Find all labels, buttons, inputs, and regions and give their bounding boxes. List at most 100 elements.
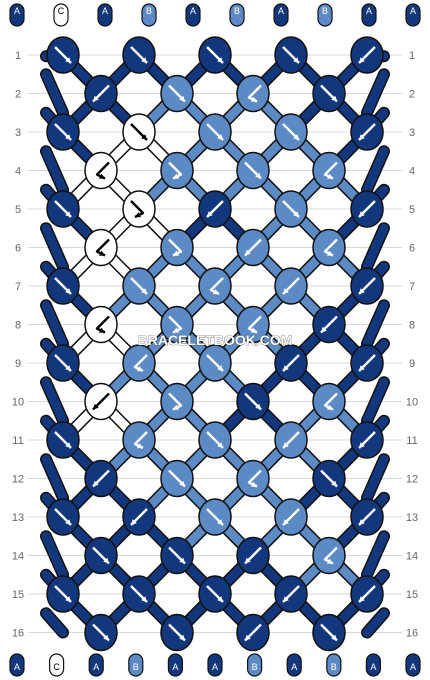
strand-label: C xyxy=(53,662,60,672)
knot xyxy=(122,344,156,382)
knot xyxy=(236,382,270,421)
knot xyxy=(312,613,346,652)
knot xyxy=(84,613,118,652)
strand-label: A xyxy=(212,662,218,672)
strand-end xyxy=(88,653,104,677)
knot xyxy=(46,498,80,536)
knot xyxy=(350,113,384,151)
knot xyxy=(46,113,80,151)
knot xyxy=(350,36,384,74)
strand-label: A xyxy=(14,6,20,16)
strand-end xyxy=(317,3,333,27)
strand-label: B xyxy=(146,6,152,16)
knot xyxy=(46,575,80,613)
knot xyxy=(84,228,118,267)
row-label-left: 4 xyxy=(15,166,21,178)
knot xyxy=(312,305,346,344)
row-label-right: 1 xyxy=(409,50,415,62)
knot xyxy=(312,74,346,113)
knot xyxy=(84,459,118,498)
knot xyxy=(312,536,346,575)
strand-end xyxy=(185,3,201,27)
strand-label: A xyxy=(366,6,372,16)
knot xyxy=(274,36,308,74)
knot xyxy=(312,382,346,421)
strand-segment xyxy=(41,300,68,349)
knot xyxy=(274,267,308,305)
strand-segment xyxy=(362,300,389,349)
knot xyxy=(198,113,232,151)
knot xyxy=(46,190,80,228)
strand-segment xyxy=(362,223,389,272)
knot xyxy=(198,344,232,382)
row-label-right: 3 xyxy=(409,127,415,139)
knot xyxy=(350,498,384,536)
knot xyxy=(160,536,194,575)
row-label-left: 11 xyxy=(12,435,23,447)
knot xyxy=(236,613,270,652)
strand-label: A xyxy=(93,662,99,672)
knot xyxy=(236,536,270,575)
row-label-left: 2 xyxy=(15,89,21,101)
row-label-right: 9 xyxy=(409,358,415,370)
strand-label: B xyxy=(252,662,258,672)
strand-segment xyxy=(41,531,68,580)
row-label-right: 6 xyxy=(409,243,415,255)
strand-label: B xyxy=(322,6,328,16)
row-label-right: 13 xyxy=(406,512,418,524)
strand-label: B xyxy=(234,6,240,16)
knot xyxy=(350,575,384,613)
knot xyxy=(274,421,308,459)
row-label-right: 16 xyxy=(406,628,418,640)
row-label-left: 14 xyxy=(12,551,24,563)
knot xyxy=(84,151,118,190)
row-label-right: 7 xyxy=(409,281,415,293)
strand-label: A xyxy=(410,662,416,672)
row-label-left: 7 xyxy=(15,281,21,293)
row-label-left: 6 xyxy=(15,243,21,255)
strand-segment xyxy=(362,377,389,426)
row-label-left: 10 xyxy=(12,397,24,409)
row-label-right: 15 xyxy=(406,589,418,601)
knot xyxy=(122,575,156,613)
strand-end xyxy=(128,653,144,677)
knot xyxy=(312,151,346,190)
strand-end xyxy=(207,653,223,677)
knot xyxy=(160,74,194,113)
knot xyxy=(274,575,308,613)
knot xyxy=(236,74,270,113)
strand-segment xyxy=(41,223,68,272)
knot xyxy=(84,536,118,575)
strand-end xyxy=(326,653,342,677)
strand-label: A xyxy=(278,6,284,16)
knot xyxy=(84,305,118,344)
strand-end xyxy=(141,3,157,27)
knot xyxy=(160,613,194,652)
row-label-left: 9 xyxy=(15,358,21,370)
strand-segment xyxy=(362,531,389,580)
strand-segment xyxy=(362,608,389,637)
strand-end xyxy=(273,3,289,27)
knot xyxy=(46,36,80,74)
strand-segment xyxy=(41,69,68,118)
strand-end xyxy=(9,3,25,27)
knot xyxy=(160,459,194,498)
strand-end xyxy=(229,3,245,27)
knot xyxy=(350,267,384,305)
knot xyxy=(122,498,156,536)
strand-segment xyxy=(41,146,68,195)
strand-label: A xyxy=(102,6,108,16)
strand-end xyxy=(97,3,113,27)
row-label-left: 1 xyxy=(15,50,21,62)
knot xyxy=(122,36,156,74)
knot xyxy=(350,421,384,459)
row-label-right: 11 xyxy=(406,435,417,447)
knot xyxy=(160,151,194,190)
strand-segment xyxy=(41,454,68,503)
knot xyxy=(122,113,156,151)
knot xyxy=(236,228,270,267)
strand-segment xyxy=(362,69,389,118)
knot xyxy=(198,498,232,536)
strand-end xyxy=(9,653,25,677)
knot xyxy=(274,344,308,382)
